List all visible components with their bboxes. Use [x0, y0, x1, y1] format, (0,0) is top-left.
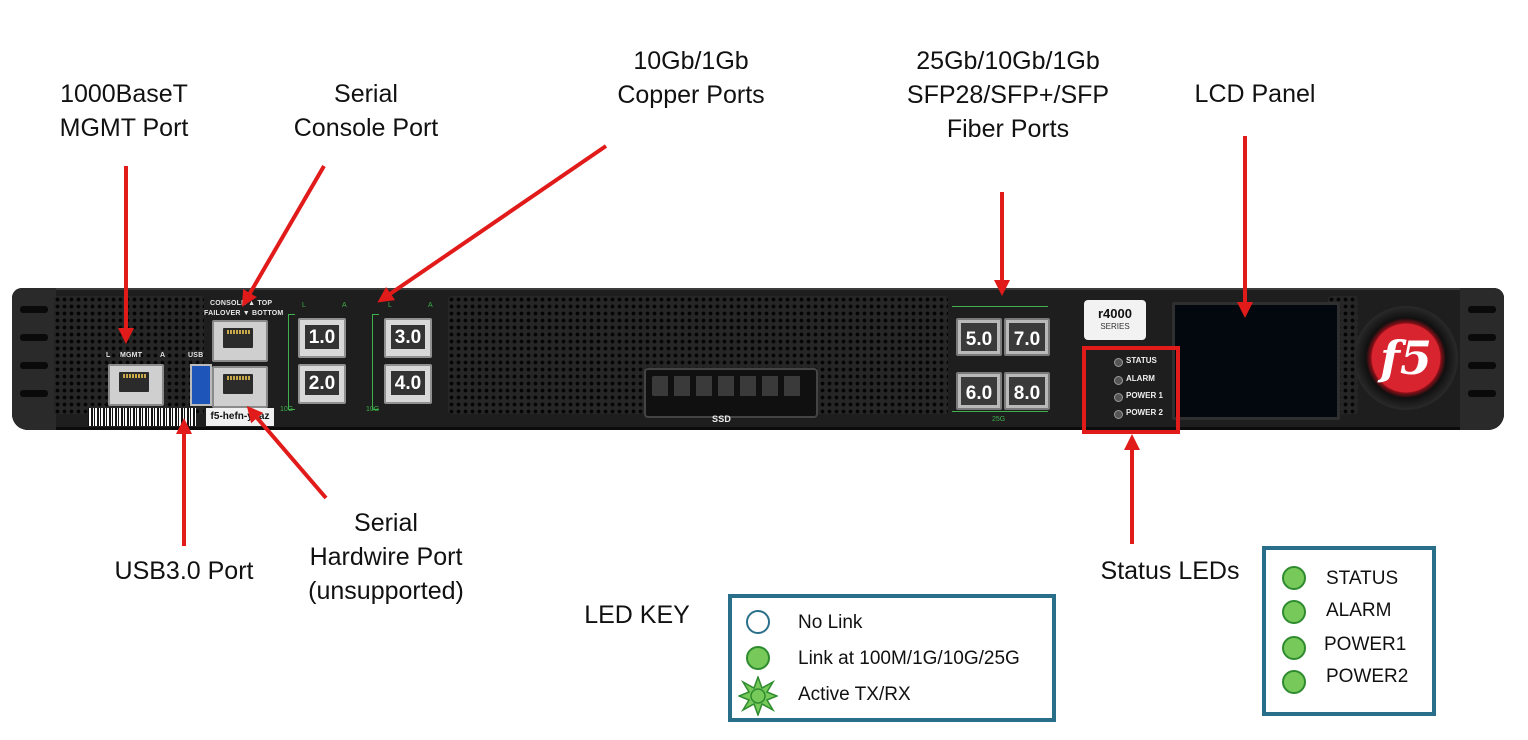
right-rack-ear: [1460, 288, 1504, 430]
green-circle-icon: [1282, 670, 1306, 694]
label-fiber-ports: 25Gb/10Gb/1Gb SFP28/SFP+/SFP Fiber Ports: [906, 47, 1110, 143]
arrow-copper: [377, 144, 608, 303]
ssd-handle[interactable]: [652, 376, 802, 396]
status-key-power2: POWER2: [1266, 666, 1432, 698]
sfp-port-6-0[interactable]: 6.0: [956, 372, 1002, 410]
usb-label: USB: [188, 352, 204, 359]
vent-left: [54, 296, 204, 414]
label-status-leds: Status LEDs: [1100, 557, 1240, 585]
green-circle-icon: [1282, 636, 1306, 660]
mgmt-port-label: MGMT: [120, 352, 143, 359]
led-key-active: Active TX/RX: [732, 676, 1052, 716]
copper-speed-left: 10G: [280, 406, 294, 413]
label-lcd-panel: LCD Panel: [1194, 80, 1316, 108]
green-circle-icon: [1282, 600, 1306, 624]
status-key-box: STATUS ALARM POWER1 POWER2: [1262, 546, 1436, 716]
copper-port-1-0[interactable]: 1.0: [298, 318, 346, 358]
green-starburst-icon: [738, 676, 778, 716]
label-hardwire-port: Serial Hardwire Port (unsupported): [308, 509, 464, 605]
console-top-label: CONSOLE ▲ TOP: [210, 300, 273, 307]
hostname-label: f5-hefn-yhaz: [206, 408, 274, 426]
ssd-label: SSD: [712, 414, 732, 424]
status-key-power1: POWER1: [1266, 632, 1432, 664]
f5-logo: f5: [1354, 306, 1458, 410]
mgmt-a-label: A: [160, 352, 166, 359]
usb-port[interactable]: [190, 364, 212, 406]
copper-speed-right: 10G: [366, 406, 380, 413]
serial-barcode: [88, 408, 196, 426]
copper-port-2-0[interactable]: 2.0: [298, 364, 346, 404]
mgmt-port[interactable]: [108, 364, 164, 406]
status-leds-highlight: [1082, 346, 1180, 434]
sfp-port-5-0[interactable]: 5.0: [956, 318, 1002, 356]
mgmt-l-label: L: [106, 352, 111, 359]
sfp-port-7-0[interactable]: 7.0: [1004, 318, 1050, 356]
device-chassis: L MGMT A USB f5-hefn-yhaz CONSOLE ▲ TOP …: [12, 288, 1504, 430]
label-copper-ports: 10Gb/1Gb Copper Ports: [617, 47, 765, 109]
copper-port-4-0[interactable]: 4.0: [384, 364, 432, 404]
status-key-alarm: ALARM: [1266, 598, 1432, 630]
serial-hardwire-port[interactable]: [212, 366, 268, 408]
led-key-no-link: No Link: [732, 608, 1052, 640]
label-mgmt-port: 1000BaseT MGMT Port: [59, 80, 189, 142]
copper-port-3-0[interactable]: 3.0: [384, 318, 432, 358]
sfp-speed-label: 25G: [992, 416, 1006, 423]
sfp-port-8-0[interactable]: 8.0: [1004, 372, 1050, 410]
vent-middle: [448, 296, 948, 414]
serial-console-port[interactable]: [212, 320, 268, 362]
green-circle-icon: [746, 646, 770, 670]
led-key-link: Link at 100M/1G/10G/25G: [732, 644, 1052, 676]
model-badge: r4000 SERIES: [1084, 300, 1146, 340]
status-key-status: STATUS: [1266, 564, 1432, 596]
green-circle-icon: [1282, 566, 1306, 590]
empty-circle-icon: [746, 610, 770, 634]
led-key-box: No Link Link at 100M/1G/10G/25G Active T…: [728, 594, 1056, 722]
led-key-title: LED KEY: [584, 601, 690, 629]
arrow-console: [241, 164, 326, 307]
label-console-port: Serial Console Port: [293, 80, 439, 142]
lcd-panel[interactable]: [1172, 302, 1340, 420]
left-rack-ear: [12, 288, 56, 430]
console-bottom-label: FAILOVER ▼ BOTTOM: [204, 310, 284, 317]
label-usb-port: USB3.0 Port: [114, 557, 254, 585]
